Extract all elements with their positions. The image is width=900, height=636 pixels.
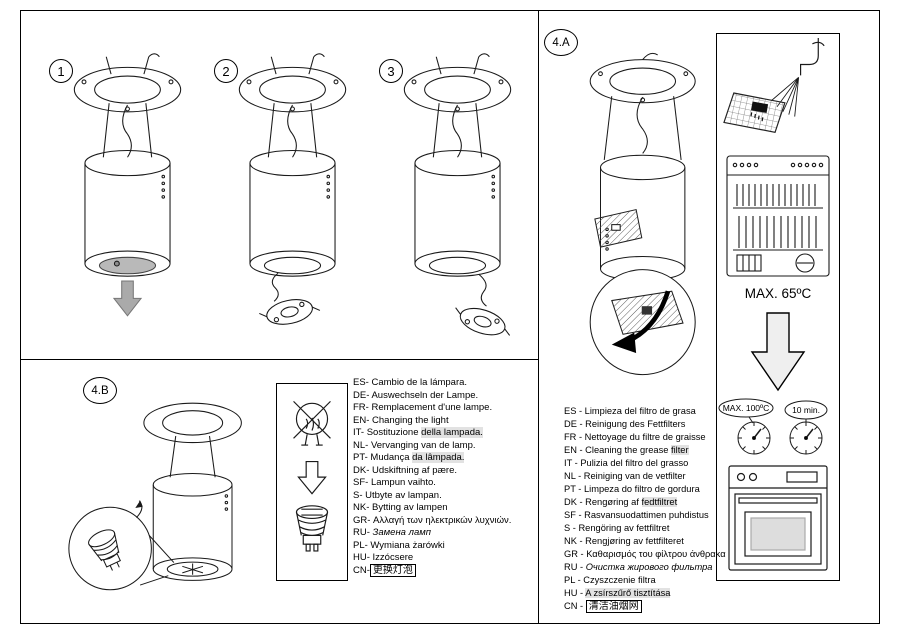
language-list-item: HU- Izzócsere	[353, 552, 414, 563]
language-list-item: DK- Udskiftning af pære.	[353, 464, 458, 476]
language-list-item: CN-更换灯泡	[353, 563, 538, 578]
boxed-text: 更换灯泡	[369, 563, 416, 577]
hood-step3-illustration	[403, 53, 512, 336]
plain-text: RU -	[564, 562, 586, 572]
language-list-item: FR - Nettoyage du filtre de graisse	[564, 432, 706, 442]
language-list-item: S - Rengöring av fettfiltret	[564, 523, 670, 533]
language-list-item: PT- Mudança da lâmpada.	[353, 452, 538, 465]
highlighted-text: della lampada.	[421, 427, 483, 438]
language-list-item: ES - Limpieza del filtro de grasa	[564, 406, 696, 416]
language-list-item: HU - A zsírszűrő tisztítása	[564, 587, 716, 600]
language-list-item: FR- Remplacement d'une lampe.	[353, 402, 493, 413]
hand-wash-temp-label: MAX. 100ºC	[723, 403, 770, 413]
language-list-item: IT- Sostituzione della lampada.	[353, 427, 538, 440]
plain-text: DK - Rengøring af	[564, 497, 642, 507]
plain-text: HU -	[564, 588, 586, 598]
language-list-item: RU- Замена ламп	[353, 527, 538, 540]
wash-filter-under-tap-illustration	[723, 38, 825, 133]
hood-step2-illustration	[238, 53, 347, 325]
language-list-item: EN - Cleaning the grease filter	[564, 444, 716, 457]
filter-washing-panel: MAX. 65ºC MAX. 100ºC 10 min.	[716, 33, 840, 581]
language-list-item: IT - Pulizia del filtro del grasso	[564, 458, 689, 468]
language-list-item: SF - Rasvansuodattimen puhdistus	[564, 510, 709, 520]
step-1-badge: 1	[49, 59, 73, 83]
highlighted-text: filter	[670, 445, 689, 455]
language-list-item: SF- Lampun vaihto.	[353, 477, 436, 488]
halogen-to-gu10-icons	[293, 400, 331, 552]
plain-text: PT- Mudança	[353, 452, 413, 463]
italic-text: Очистка жирового фильтра	[585, 562, 713, 572]
hand-wash-dials-illustration: MAX. 100ºC 10 min.	[718, 398, 828, 455]
plain-text: RU-	[353, 527, 373, 538]
language-list-item: NL - Reiniging van de vetfilter	[564, 471, 686, 481]
dishwasher-illustration	[726, 155, 830, 277]
dishwasher-max-temp-label: MAX. 65ºC	[744, 286, 812, 301]
language-list-item: S- Utbyte av lampan.	[353, 489, 442, 501]
step-2-badge: 2	[214, 59, 238, 83]
vertical-divider	[538, 11, 539, 623]
language-list-item: EN- Changing the light	[353, 414, 449, 426]
step-4b-badge: 4.B	[83, 377, 117, 404]
down-arrow-icon	[750, 312, 806, 392]
soak-time-label: 10 min.	[792, 405, 820, 415]
language-list-item: GR- Αλλαγή των ηλεκτρικών λυχνιών.	[353, 514, 512, 526]
language-list-item: GR - Καθαρισμός του φίλτρου άνθρακα	[564, 549, 726, 559]
plain-text: IT- Sostituzione	[353, 427, 422, 438]
hood-step4b-lamp-zoom-illustration	[68, 402, 242, 591]
language-list-item: DK - Rengøring af fedtfiltret	[564, 496, 716, 509]
lamp-replacement-pictogram-box	[276, 383, 348, 581]
boxed-text: 清洁油烟网	[585, 600, 642, 613]
plain-text: EN - Cleaning the grease	[564, 445, 671, 455]
grease-filter-cleaning-language-list: ES - Limpieza del filtro de grasa DE - Re…	[564, 405, 726, 613]
language-list-item: NL- Vervanging van de lamp.	[353, 439, 476, 451]
language-list-item: DE- Auswechseln der Lampe.	[353, 389, 479, 401]
horizontal-divider	[21, 359, 538, 360]
oven-illustration	[728, 465, 828, 571]
hood-step4a-filter-removal-illustration	[589, 52, 696, 376]
highlighted-text: fedtfiltret	[641, 497, 678, 507]
step-4a-badge: 4.A	[544, 29, 578, 56]
highlighted-text: da lâmpada.	[412, 452, 465, 463]
language-list-item: PL- Wymiana żarówki	[353, 539, 445, 551]
hood-step1-illustration	[73, 53, 182, 317]
language-list-item: ES- Cambio de la lámpara.	[353, 377, 468, 388]
language-list-item: RU - Очистка жирового фильтра	[564, 561, 716, 574]
italic-text: Замена ламп	[372, 527, 431, 538]
language-list-item: NK- Bytting av lampen	[353, 502, 448, 513]
highlighted-text: A zsírszűrő tisztítása	[585, 588, 671, 598]
plain-text: CN -	[564, 601, 586, 611]
language-list-item: PT - Limpeza do filtro de gordura	[564, 484, 700, 494]
language-list-item: DE - Reinigung des Fettfilters	[564, 419, 686, 429]
lamp-replacement-language-list: ES- Cambio de la lámpara.DE- Auswechseln…	[353, 377, 538, 577]
manual-page: 1 2 3 4.A 4.B	[20, 10, 880, 624]
language-list-item: PL - Czyszczenie filtra	[564, 575, 656, 585]
language-list-item: CN - 清洁油烟网	[564, 600, 716, 613]
plain-text: CN-	[353, 564, 370, 576]
language-list-item: NK - Rengjøring av fettfilteret	[564, 536, 684, 546]
step-3-badge: 3	[379, 59, 403, 83]
